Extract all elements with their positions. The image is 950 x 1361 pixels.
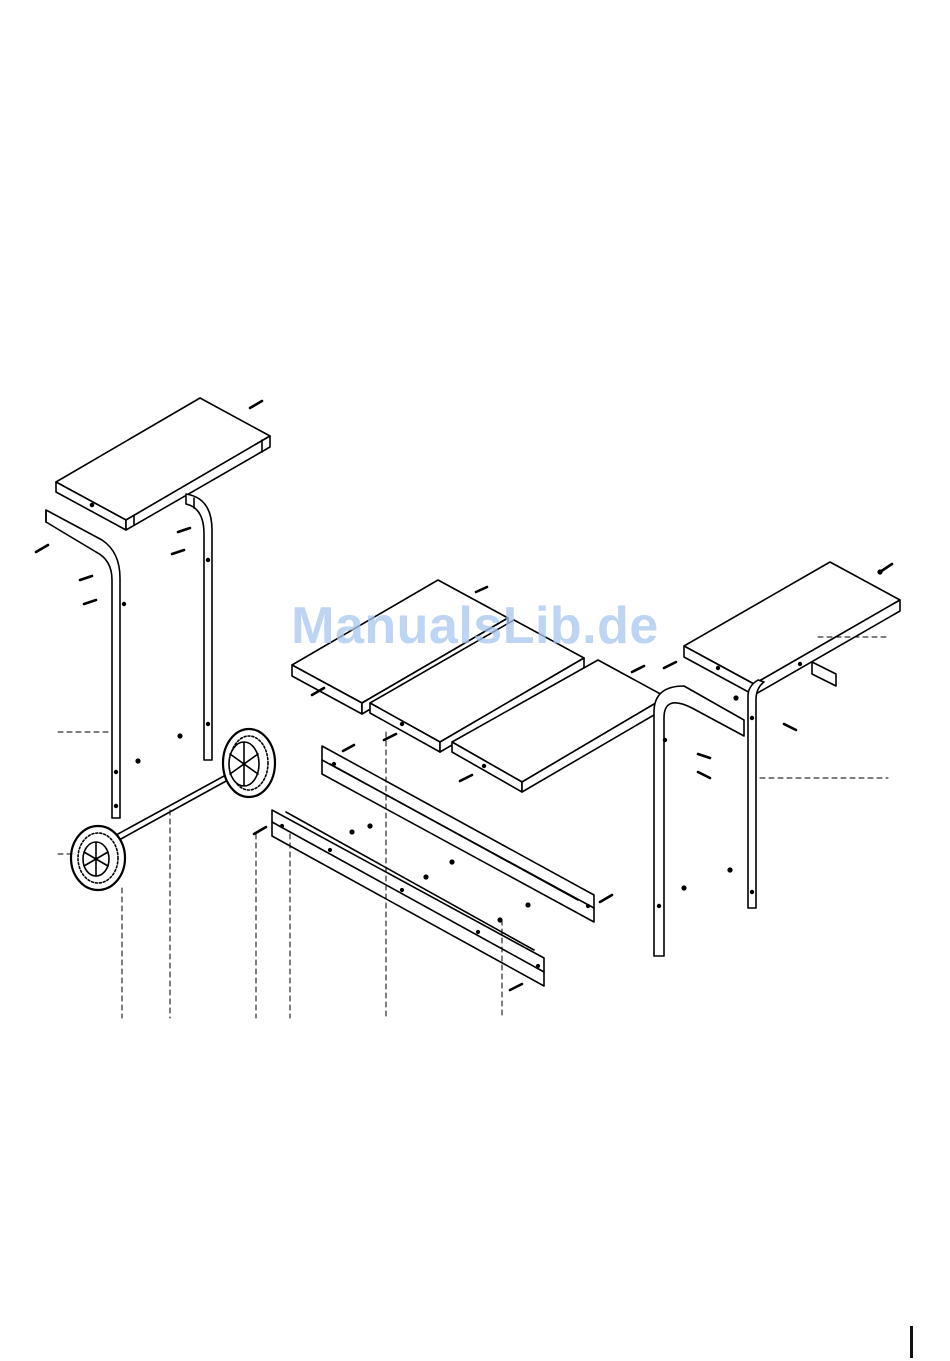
watermark-text: ManualsLib.de (0, 596, 950, 656)
left-leg-frame-front (46, 510, 125, 818)
right-leg-frame-front (654, 686, 744, 956)
left-side-shelf (56, 398, 270, 530)
wheel-right (223, 729, 275, 797)
page-edge-mark (910, 1326, 913, 1358)
wheel-left (71, 826, 125, 890)
front-rail (272, 810, 544, 986)
right-leg-frame-rear (748, 680, 764, 908)
